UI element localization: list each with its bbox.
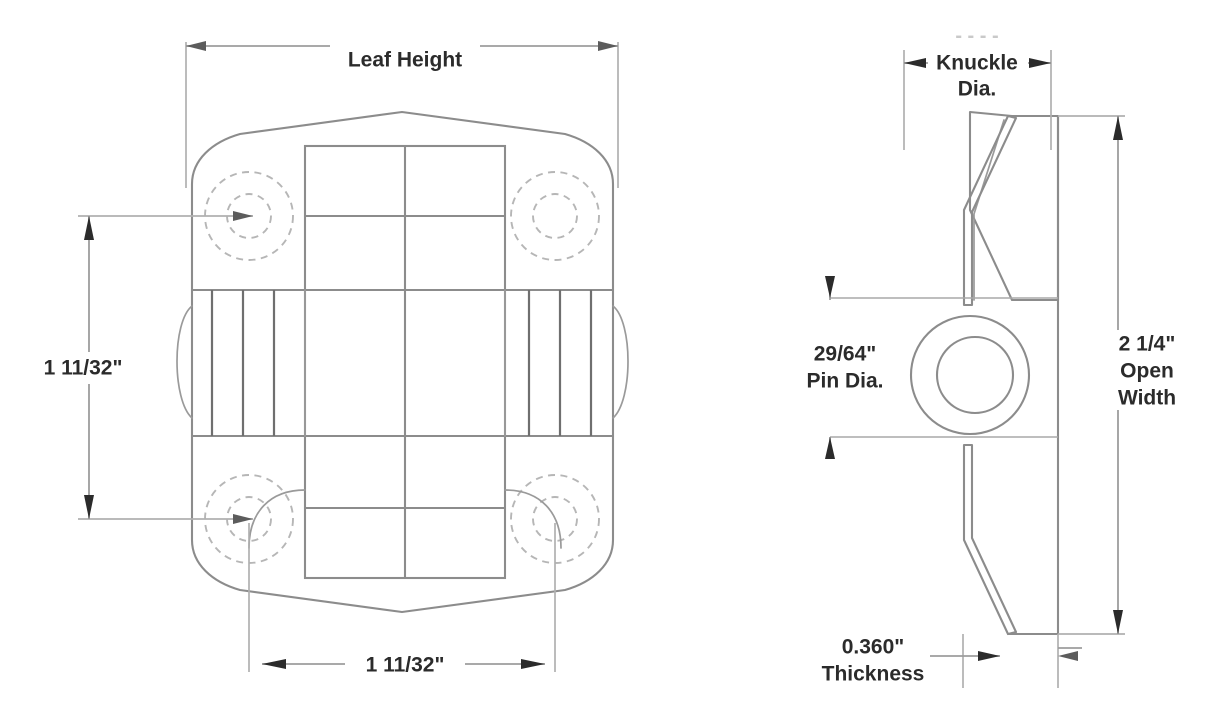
open-width-label-line3: Width [1118,387,1176,410]
open-width-label-line1: 2 1/4" [1119,333,1176,356]
pin-dia-arrow-bottom [825,437,835,459]
screw-hole-top-right [510,171,600,261]
hdim-arrow-right [521,659,545,669]
dimension-thickness: 0.360" Thickness [822,634,1082,688]
knuckle-dia-label-line1: Knuckle [936,52,1018,75]
vdim-arrow-top [84,216,94,240]
open-width-arrow-bottom [1113,610,1123,634]
leaf-outline [190,110,615,614]
leaf-height-label: Leaf Height [348,49,462,72]
open-width-label-line2: Open [1120,360,1174,383]
side-lower-blade [962,443,1018,636]
pad-arc-bottom-right [504,489,562,549]
knuckle-outer-circle [909,314,1031,436]
dimension-hole-spacing-vertical: 1 11/32" [8,211,253,524]
thickness-arrow-right [978,651,1000,661]
vdim-leader-arrow-top [233,211,253,221]
knuckle-dia-label-line2: Dia. [958,78,997,101]
leaf-height-arrow-left [186,41,206,51]
pin-dia-arrow-top [825,276,835,298]
screw-hole-br-inner [532,496,578,542]
vdim-label-bg [8,352,158,384]
front-elevation-view [176,110,629,614]
dimension-hole-spacing-horizontal: 1 11/32" [248,523,556,677]
pin-dia-label-line1: 29/64" [814,343,877,366]
thickness-label-line2: Thickness [822,663,925,686]
dimension-leaf-height: Leaf Height [185,41,619,188]
open-width-arrow-top [1113,116,1123,140]
knuckle-dia-arrow-left [904,58,926,68]
side-upper-leaf-fold [973,119,1005,301]
dimension-open-width: 2 1/4" Open Width [1058,115,1176,635]
side-upper-blade [962,114,1018,307]
thickness-label-line1: 0.360" [842,636,905,659]
pin-dia-label-line2: Pin Dia. [806,370,883,393]
vdim-arrow-bottom [84,495,94,519]
leaf-height-arrow-right [598,41,618,51]
screw-hole-tr-inner [532,193,578,239]
knuckle-dia-cut-text: - - - - [955,25,998,47]
leaf-right-bulge [612,305,629,419]
thickness-arrow-tick [1058,651,1078,661]
vdim-label: 1 11/32" [44,357,123,380]
hdim-label: 1 11/32" [366,654,445,677]
dimension-knuckle-dia: - - - - Knuckle Dia. [903,25,1052,150]
screw-hole-tr-outer [510,171,600,261]
vdim-leader-arrow-bottom [233,514,253,524]
dimension-pin-dia: 29/64" Pin Dia. [806,276,884,459]
side-upper-leaf [968,110,1060,302]
knuckle-dia-arrow-right [1029,58,1051,68]
leaf-left-bulge [176,305,193,419]
hdim-arrow-left [262,659,286,669]
pin-circle [935,335,1015,415]
